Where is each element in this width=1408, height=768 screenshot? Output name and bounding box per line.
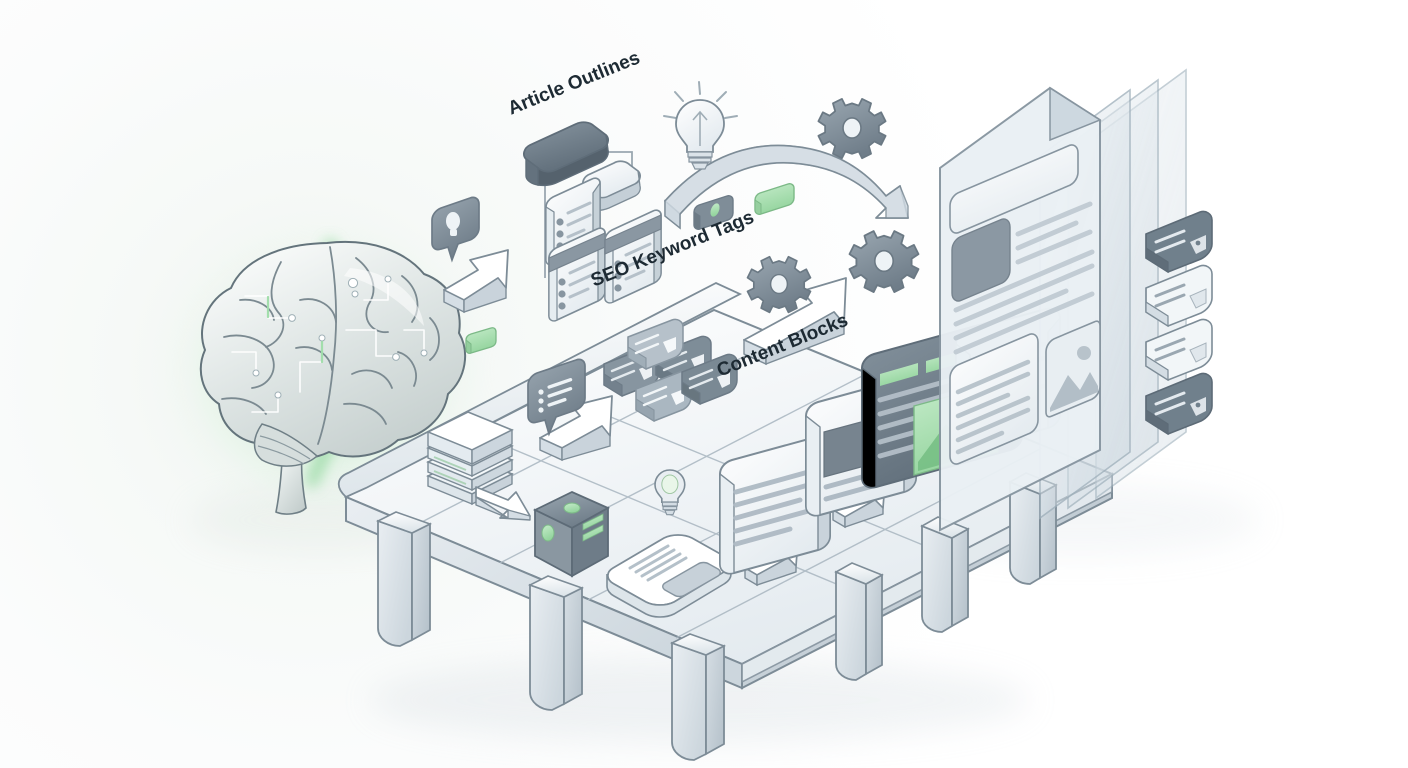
gear-icon [817, 97, 887, 160]
ai-processor-cube [532, 491, 611, 578]
content-block-1 [719, 435, 831, 575]
gear-icon [746, 255, 812, 314]
keyword-tag [681, 353, 738, 405]
keyword-tag-cluster [603, 318, 738, 422]
outline-card-dark-2 [604, 209, 662, 304]
doc-tag [1145, 372, 1213, 436]
doc-tag [1145, 318, 1213, 382]
lightbulb-icon [663, 81, 738, 170]
arrow-keywords-to-docs [743, 277, 847, 366]
arrow-brain-to-outline [443, 249, 509, 314]
arrow-curved-to-docs [664, 144, 909, 230]
arrow-bubble-to-blocks [539, 395, 613, 462]
document-stack [939, 68, 1213, 532]
chip-green-small [465, 327, 497, 354]
lightbulb-icon [654, 469, 686, 516]
outline-tree [523, 121, 662, 322]
arrow-belt-drop [475, 486, 531, 521]
gear-icon [848, 230, 920, 293]
chip-green [754, 183, 795, 215]
lightbulb-callout-icon [431, 196, 480, 263]
keyword-tag [627, 318, 684, 370]
outline-card-dark-1 [548, 227, 606, 322]
chip-dark-green [693, 195, 734, 230]
document-tablet [606, 534, 732, 618]
doc-tag [1145, 264, 1213, 328]
list-callout-icon [527, 358, 586, 437]
doc-tag [1145, 210, 1213, 274]
paper-stack [426, 411, 514, 506]
